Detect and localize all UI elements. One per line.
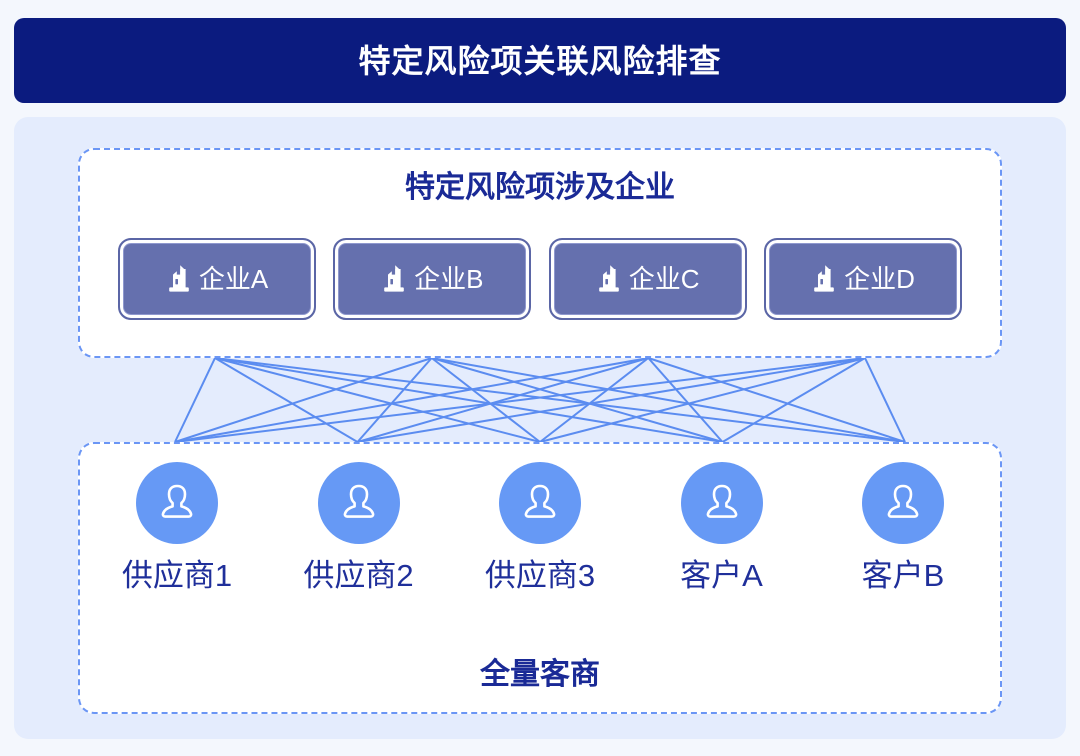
connector-line <box>174 357 216 443</box>
partner-avatar <box>499 462 581 544</box>
enterprise-label: 企业B <box>414 264 484 294</box>
page-title-bar: 特定风险项关联风险排查 <box>14 18 1066 103</box>
enterprise-panel: 特定风险项涉及企业 企业A 企业B 企业C 企业D <box>78 148 1002 358</box>
partner-avatar <box>136 462 218 544</box>
partner-panel: 供应商1 供应商2 供应商3 客户A 客户B 全量客商 <box>78 442 1002 714</box>
enterprise-box[interactable]: 企业C <box>548 238 747 320</box>
enterprise-label: 企业D <box>844 264 915 294</box>
connector-line <box>647 357 906 443</box>
enterprise-box[interactable]: 企业D <box>763 238 962 320</box>
partner-section-footer: 全量客商 <box>480 658 600 691</box>
connector-line <box>864 357 906 443</box>
partner-node[interactable]: 客户A <box>639 462 805 591</box>
enterprise-list: 企业A 企业B 企业C 企业D <box>118 238 962 320</box>
partner-avatar <box>680 462 763 544</box>
connector-line <box>214 357 906 443</box>
enterprise-box-content: 企业A <box>166 264 268 294</box>
enterprise-box-content: 企业C <box>596 264 700 294</box>
connector-line <box>539 357 649 443</box>
connector-line <box>647 357 724 443</box>
connector-line <box>214 357 359 443</box>
diagram-container: 特定风险项涉及企业 企业A 企业B 企业C 企业D 供应商1 供应商2 供应商3 客户A 客户… <box>14 117 1066 739</box>
partner-label: 供应商2 <box>303 558 414 593</box>
person-icon <box>161 484 193 518</box>
partner-list: 供应商1 供应商2 供应商3 客户A 客户B <box>94 462 986 591</box>
enterprise-box[interactable]: 企业A <box>118 238 316 320</box>
connector-line <box>357 357 649 443</box>
person-icon <box>706 484 737 518</box>
connector-line <box>214 357 723 443</box>
partner-avatar <box>317 462 400 544</box>
connector-line <box>431 357 906 443</box>
connector-mesh <box>174 357 906 443</box>
enterprise-label: 企业C <box>628 264 700 294</box>
building-icon <box>598 265 619 292</box>
person-icon <box>887 484 919 518</box>
partner-node[interactable]: 供应商2 <box>276 462 442 591</box>
enterprise-box-content: 企业D <box>811 264 915 294</box>
partner-node[interactable]: 供应商3 <box>457 462 623 591</box>
connector-line <box>431 357 541 443</box>
building-icon <box>814 265 834 292</box>
connector-line <box>721 357 866 443</box>
building-icon <box>384 265 404 292</box>
connector-line <box>431 357 723 443</box>
connector-line <box>356 357 433 443</box>
connector-line <box>357 357 866 443</box>
connector-line <box>174 357 433 443</box>
partner-label: 客户A <box>680 558 763 593</box>
page-title: 特定风险项关联风险排查 <box>358 42 722 79</box>
building-icon <box>169 265 189 292</box>
enterprise-heading: 特定风险项涉及企业 <box>405 171 675 204</box>
partner-label: 客户B <box>861 558 945 593</box>
connector-line <box>214 357 541 443</box>
enterprise-box[interactable]: 企业B <box>333 238 532 320</box>
partner-avatar <box>862 462 944 544</box>
enterprise-label: 企业A <box>198 264 269 294</box>
connector-line <box>539 357 866 443</box>
partner-node[interactable]: 供应商1 <box>94 462 260 591</box>
partner-label: 供应商3 <box>484 558 596 593</box>
person-icon <box>524 484 556 518</box>
person-icon <box>343 484 374 518</box>
enterprise-box-content: 企业B <box>381 264 484 294</box>
connector-line <box>174 357 866 443</box>
partner-node[interactable]: 客户B <box>820 462 986 591</box>
partner-label: 供应商1 <box>121 558 233 593</box>
connector-line <box>174 357 649 443</box>
